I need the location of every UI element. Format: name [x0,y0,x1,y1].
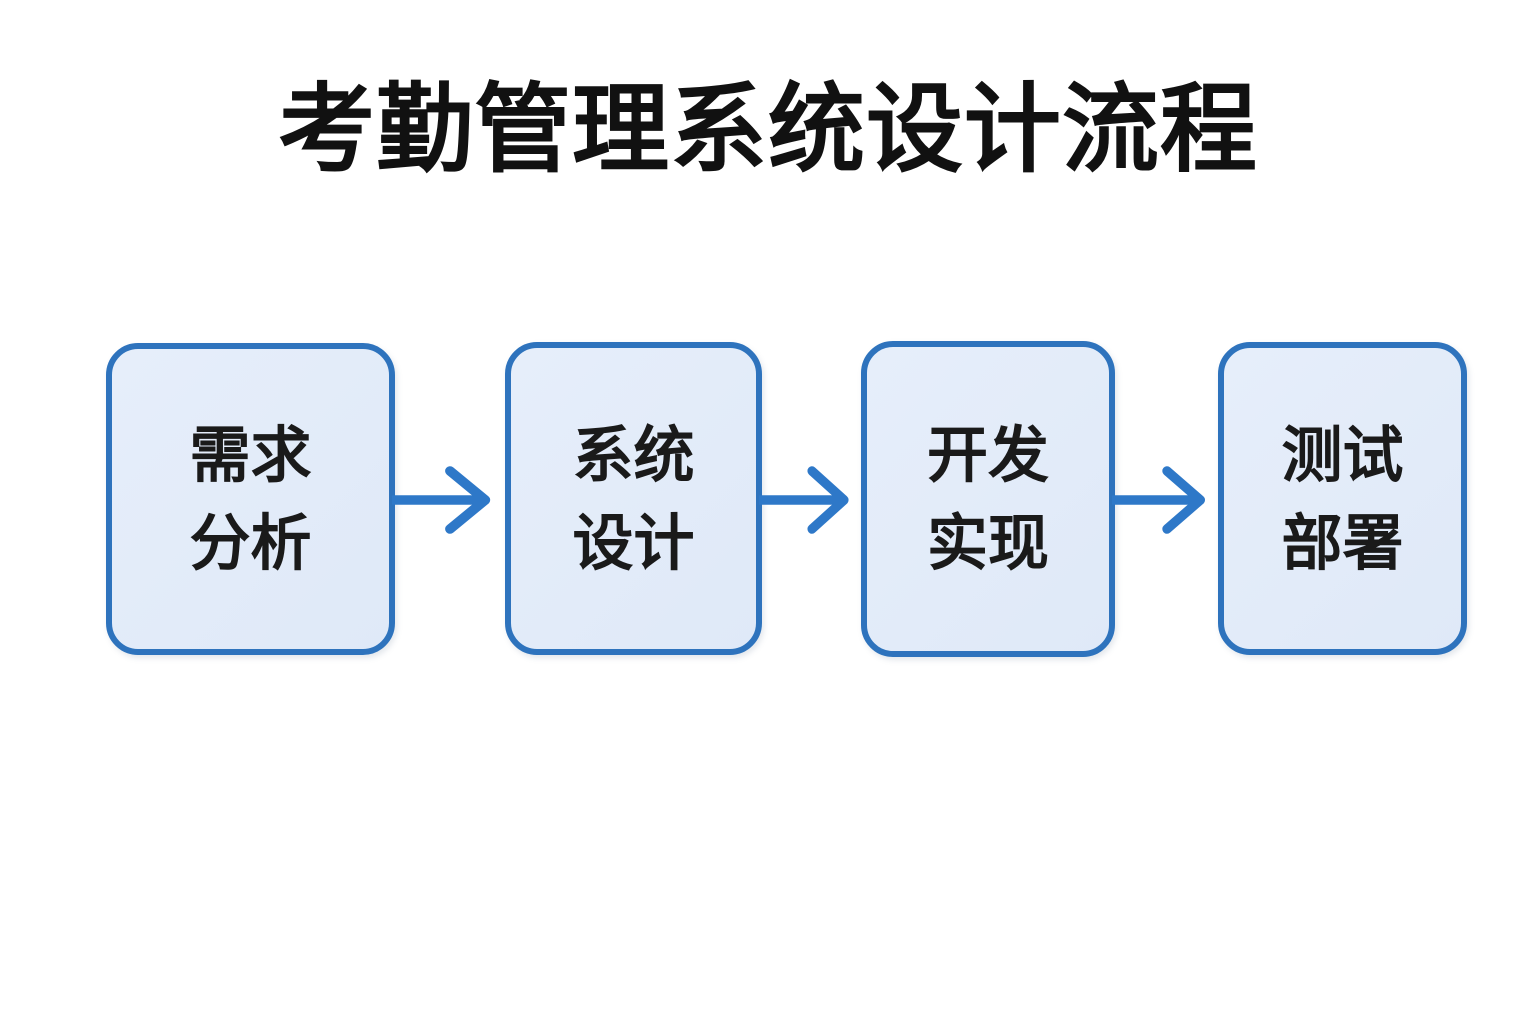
step-box-system-design: 系统 设计 [505,342,762,655]
right-arrow-icon [759,466,849,534]
step-box-development-implementation: 开发 实现 [861,341,1115,657]
step-label-line: 实现 [926,509,1049,577]
step-box-testing-deployment: 测试 部署 [1218,342,1467,655]
step-label-system-design: 系统 设计 [572,411,694,587]
step-label-development-implementation: 开发 实现 [927,411,1049,587]
right-arrow-icon [1112,466,1206,534]
step-label-line: 分析 [189,509,312,577]
right-arrow-icon [392,466,491,534]
step-label-line: 开发 [926,421,1049,489]
step-label-testing-deployment: 测试 部署 [1281,411,1403,587]
step-label-line: 设计 [572,508,695,577]
step-label-line: 系统 [572,420,695,489]
step-label-line: 测试 [1281,420,1404,489]
step-box-requirements-analysis: 需求 分析 [106,343,395,655]
diagram-title: 考勤管理系统设计流程 [278,75,1258,184]
step-label-line: 部署 [1281,508,1404,577]
step-label-line: 需求 [189,421,312,489]
step-label-requirements-analysis: 需求 分析 [189,411,311,587]
